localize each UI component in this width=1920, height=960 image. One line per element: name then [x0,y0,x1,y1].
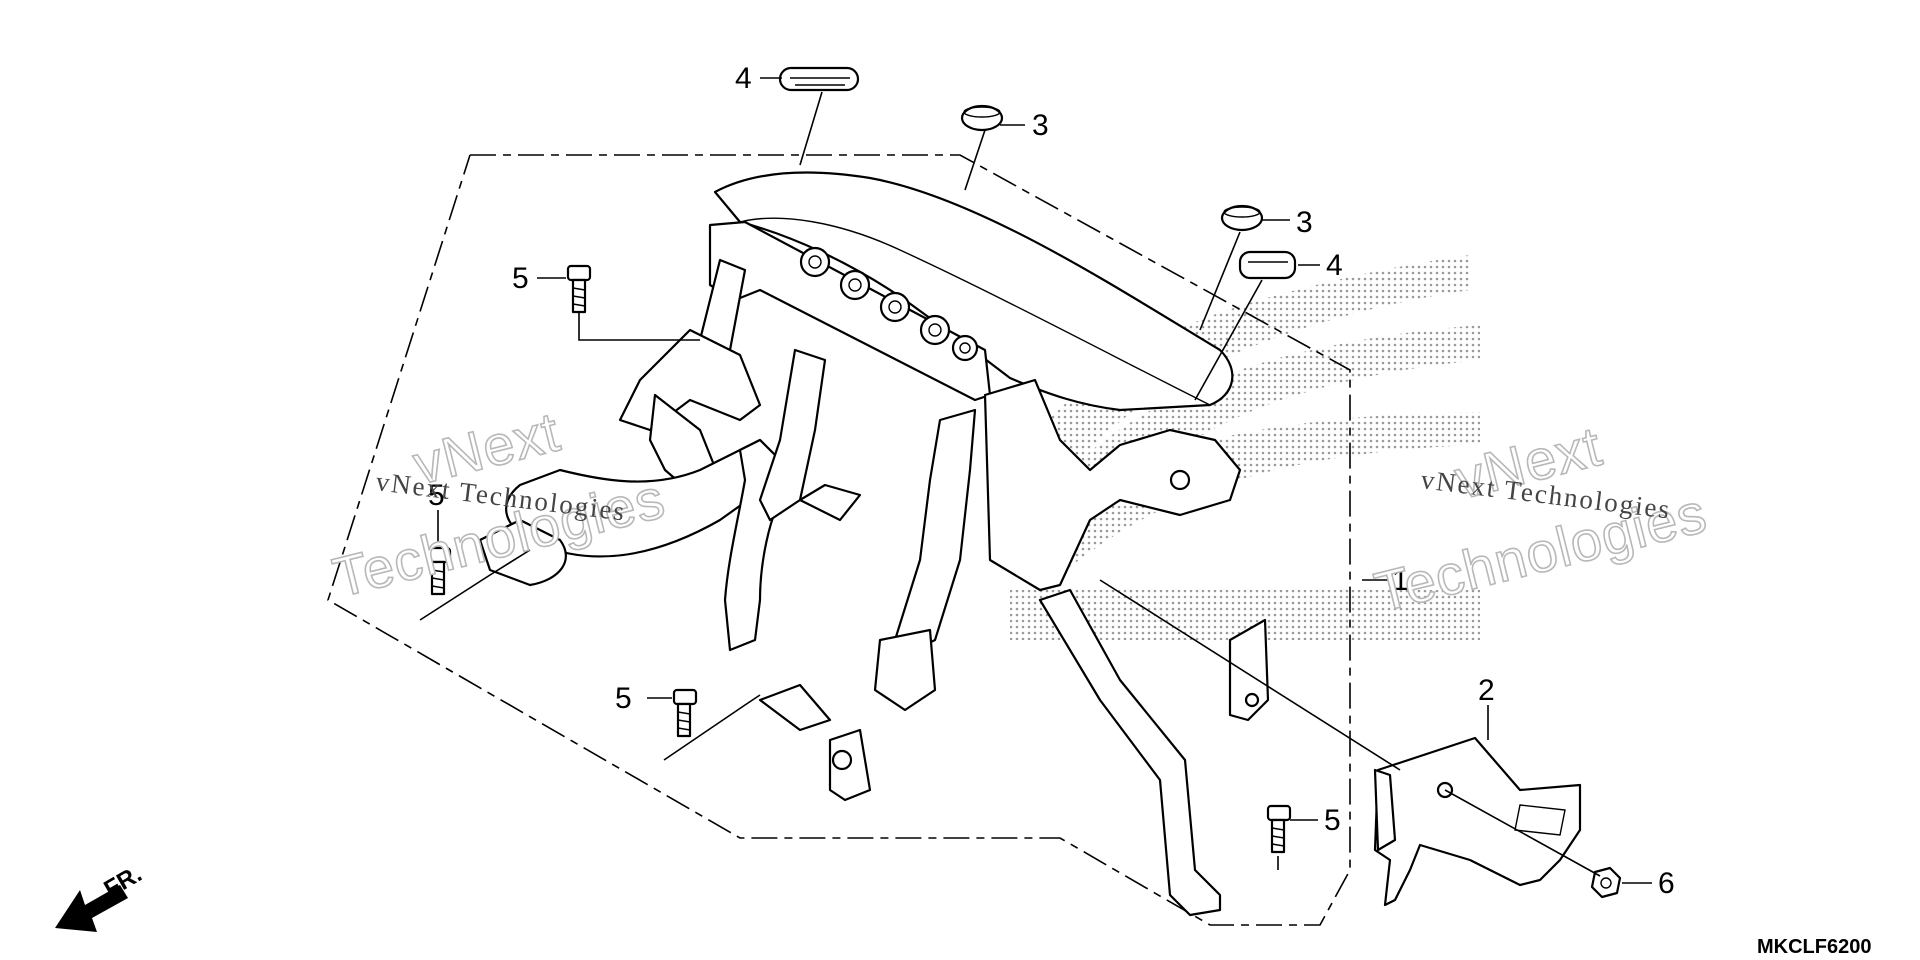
assembly-outline-1 [327,154,1351,926]
front-arrow-icon: FR. [55,860,146,932]
callout-3-top: 3 [1032,109,1049,142]
bolt-part-5-c [672,688,698,738]
bolt-part-5-d [1266,804,1292,854]
diagram-code: MKCLF6200 [1757,936,1871,958]
callout-2: 2 [1478,674,1495,707]
callout-6: 6 [1658,867,1675,900]
grommet-part-3-top [960,104,1004,132]
callout-5-left: 5 [428,479,445,512]
callout-1: 1 [1392,564,1409,597]
grommet-part-4-top [778,66,860,92]
bolt-part-5-a [566,264,592,314]
bracket-part-2 [1373,736,1582,907]
callout-3-right: 3 [1296,206,1313,239]
callout-5-right: 5 [1324,804,1341,837]
bolt-part-5-b [426,546,452,596]
callout-4-top: 4 [735,62,752,95]
nut-part-6 [1590,866,1622,899]
grommet-part-3-right [1220,204,1264,232]
grommet-part-4-right [1238,250,1297,280]
callout-5-top: 5 [512,262,529,295]
leader-lines [419,77,1652,884]
brand-wing-logo [1010,255,1480,640]
callout-4-right: 4 [1326,249,1343,282]
meter-assembly [478,171,1270,917]
callout-5-center: 5 [615,682,632,715]
socket-row [799,246,979,362]
